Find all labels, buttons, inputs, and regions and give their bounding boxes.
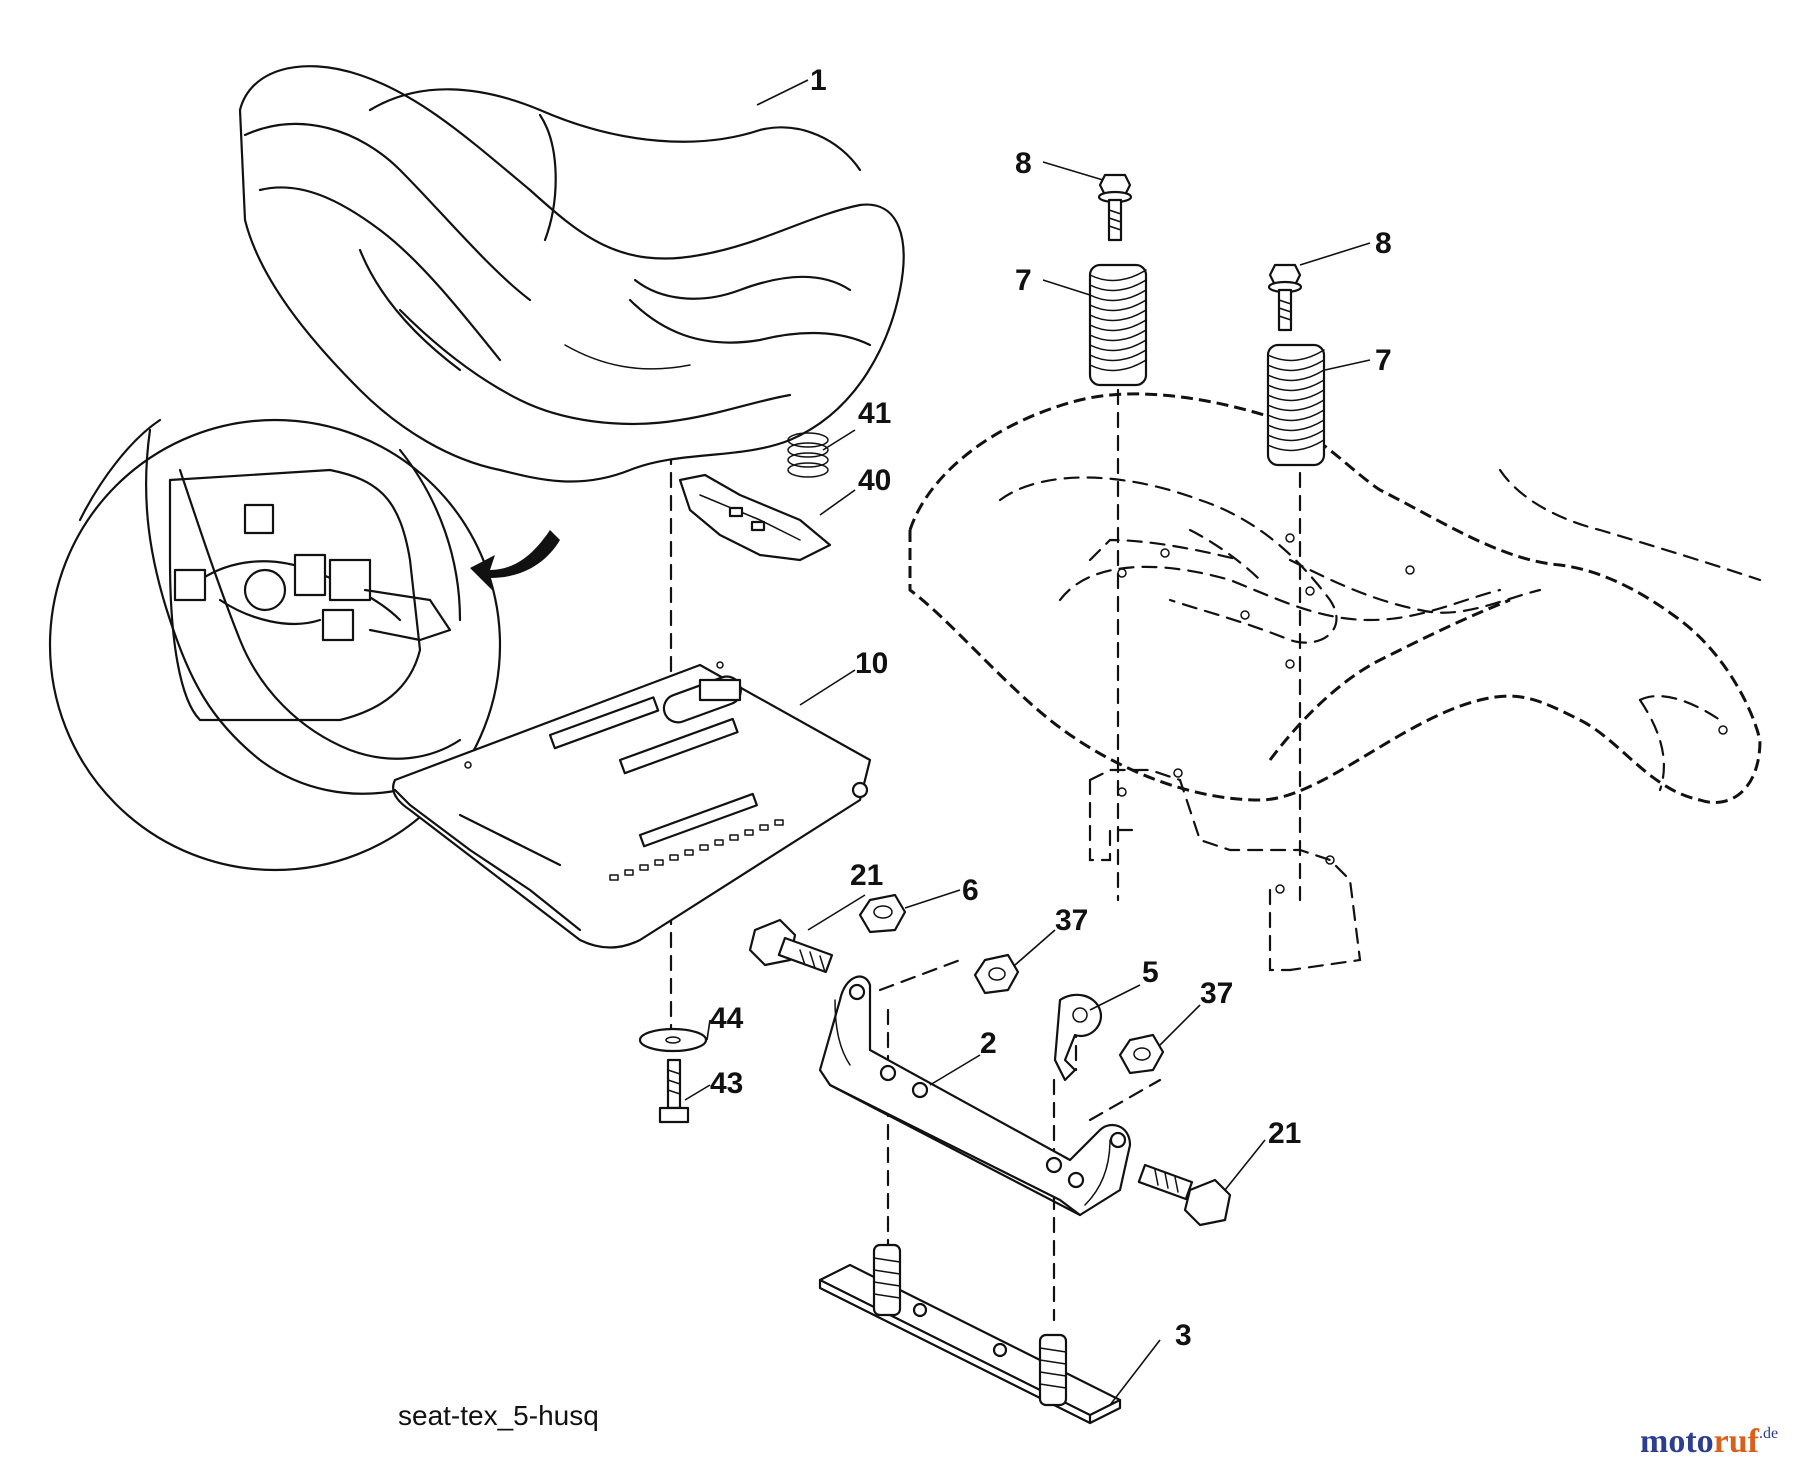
callout-5: 5: [1142, 956, 1159, 989]
callout-10: 10: [855, 647, 888, 680]
callout-8-right: 8: [1375, 227, 1392, 260]
callout-37-right: 37: [1200, 977, 1233, 1010]
bolt-8-left: [1097, 173, 1133, 242]
callout-labels: 1 8 8 7 7 41 40 10 21 6 37 5 37 2 21 3 4…: [710, 64, 1392, 1352]
callout-8-left: 8: [1015, 147, 1032, 180]
nut-6: [858, 893, 907, 934]
seat: [238, 65, 905, 483]
base-plate-3: [818, 1243, 1122, 1425]
bolt-43: [658, 1058, 690, 1124]
callout-43: 43: [710, 1067, 743, 1100]
nut-37-left: [973, 953, 1020, 995]
washer-44: [638, 1027, 708, 1053]
diagram-caption: seat-tex_5-husq: [398, 1400, 599, 1431]
seat-pan-10: [392, 661, 872, 949]
callout-41: 41: [858, 397, 891, 430]
spring-7-left: [1088, 263, 1148, 387]
callout-1: 1: [810, 64, 827, 97]
watermark-part2: ruf: [1714, 1423, 1760, 1460]
callout-37-left: 37: [1055, 904, 1088, 937]
clip-40: [678, 473, 832, 562]
callout-3: 3: [1175, 1319, 1192, 1352]
fender-outline: [908, 392, 1762, 972]
callout-2: 2: [980, 1027, 997, 1060]
bolt-21-right: [1137, 1163, 1232, 1227]
callout-40: 40: [858, 464, 891, 497]
watermark: motoruf.de: [1640, 1423, 1778, 1460]
callout-7-left: 7: [1015, 264, 1032, 297]
nut-37-right: [1118, 1033, 1165, 1075]
spring-41: [787, 432, 829, 478]
bolt-8-right: [1267, 263, 1303, 332]
watermark-suffix: .de: [1759, 1425, 1778, 1442]
spring-7-right: [1266, 343, 1326, 467]
callout-6: 6: [962, 874, 979, 907]
callout-21-left: 21: [850, 859, 883, 892]
switch-5: [1053, 993, 1103, 1082]
callout-7-right: 7: [1375, 344, 1392, 377]
bracket-2: [818, 975, 1132, 1217]
callout-21-right: 21: [1268, 1117, 1301, 1150]
leader-lines: [684, 79, 1371, 1406]
svg-text:motoruf.de: motoruf.de: [1640, 1423, 1778, 1460]
callout-44: 44: [710, 1002, 744, 1035]
watermark-part1: moto: [1640, 1423, 1714, 1460]
bolt-21-left: [748, 918, 834, 974]
inset-detail: [48, 418, 560, 872]
